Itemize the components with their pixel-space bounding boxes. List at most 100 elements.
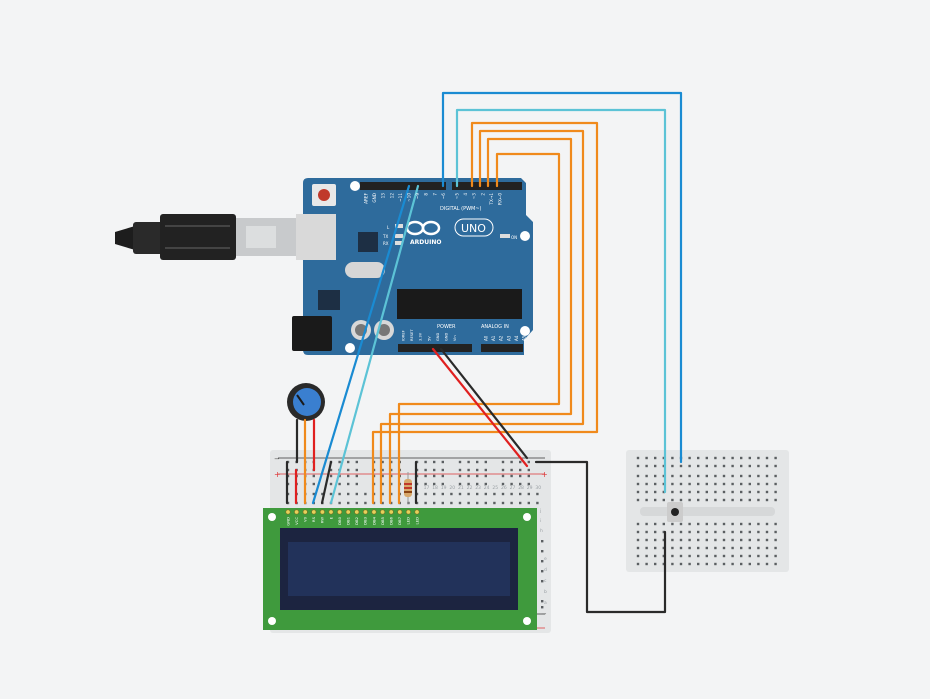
breadboard-hole[interactable]	[671, 456, 674, 460]
breadboard-hole[interactable]	[636, 546, 640, 550]
breadboard-hole[interactable]	[527, 482, 530, 486]
breadboard-hole[interactable]	[441, 474, 444, 478]
lcd-pin[interactable]	[371, 509, 377, 515]
breadboard-hole[interactable]	[355, 501, 358, 505]
breadboard-hole[interactable]	[519, 492, 522, 496]
breadboard-hole[interactable]	[740, 522, 743, 526]
breadboard-hole[interactable]	[688, 474, 691, 478]
breadboard-hole[interactable]	[774, 562, 777, 566]
breadboard-hole[interactable]	[484, 474, 487, 478]
breadboard-hole[interactable]	[748, 490, 751, 494]
breadboard-hole[interactable]	[390, 482, 393, 486]
breadboard-hole[interactable]	[740, 562, 743, 566]
breadboard-hole[interactable]	[757, 490, 760, 494]
breadboard-hole[interactable]	[714, 498, 717, 502]
breadboard-hole[interactable]	[679, 482, 683, 486]
breadboard-hole[interactable]	[731, 456, 734, 460]
breadboard-hole[interactable]	[697, 530, 700, 534]
lcd-pin[interactable]	[414, 509, 420, 515]
breadboard-hole[interactable]	[731, 522, 734, 526]
breadboard-hole[interactable]	[501, 474, 505, 478]
lcd-pin[interactable]	[362, 509, 368, 515]
breadboard-hole[interactable]	[697, 554, 700, 558]
breadboard-hole[interactable]	[705, 456, 708, 460]
breadboard-hole[interactable]	[671, 546, 674, 550]
breadboard-hole[interactable]	[501, 468, 505, 472]
breadboard-hole[interactable]	[671, 562, 674, 566]
breadboard-hole[interactable]	[774, 498, 777, 502]
breadboard-hole[interactable]	[654, 456, 657, 460]
breadboard-hole[interactable]	[697, 498, 700, 502]
breadboard-hole[interactable]	[705, 554, 708, 558]
breadboard-hole[interactable]	[679, 498, 683, 502]
breadboard-hole[interactable]	[740, 530, 743, 534]
breadboard-hole[interactable]	[662, 538, 665, 542]
breadboard-hole[interactable]	[467, 492, 470, 496]
breadboard-hole[interactable]	[541, 550, 544, 553]
breadboard-hole[interactable]	[765, 530, 769, 534]
breadboard-hole[interactable]	[390, 474, 393, 478]
breadboard-hole[interactable]	[636, 562, 640, 566]
breadboard-hole[interactable]	[697, 538, 700, 542]
lcd-pin[interactable]	[397, 509, 403, 515]
breadboard-hole[interactable]	[748, 522, 751, 526]
breadboard-hole[interactable]	[645, 474, 648, 478]
breadboard-hole[interactable]	[662, 530, 665, 534]
breadboard-hole[interactable]	[527, 492, 530, 496]
breadboard-hole[interactable]	[458, 474, 462, 478]
lcd-pin[interactable]	[328, 509, 334, 515]
breadboard-hole[interactable]	[381, 492, 384, 496]
breadboard-hole[interactable]	[688, 562, 691, 566]
breadboard-hole[interactable]	[501, 460, 505, 464]
breadboard-hole[interactable]	[645, 530, 648, 534]
breadboard-hole[interactable]	[757, 530, 760, 534]
breadboard-hole[interactable]	[722, 482, 726, 486]
breadboard-hole[interactable]	[347, 492, 350, 496]
breadboard-hole[interactable]	[697, 490, 700, 494]
breadboard-hole[interactable]	[441, 468, 444, 472]
breadboard-hole[interactable]	[679, 474, 683, 478]
breadboard-hole[interactable]	[671, 530, 674, 534]
usb-cable[interactable]	[115, 214, 306, 260]
breadboard-hole[interactable]	[501, 482, 505, 486]
breadboard-hole[interactable]	[636, 538, 640, 542]
breadboard-hole[interactable]	[467, 460, 470, 464]
breadboard-hole[interactable]	[774, 464, 777, 468]
breadboard-hole[interactable]	[714, 464, 717, 468]
breadboard-hole[interactable]	[714, 546, 717, 550]
breadboard-hole[interactable]	[441, 492, 444, 496]
breadboard-hole[interactable]	[671, 474, 674, 478]
breadboard-hole[interactable]	[765, 490, 769, 494]
breadboard-hole[interactable]	[458, 501, 462, 505]
breadboard-hole[interactable]	[714, 530, 717, 534]
breadboard-hole[interactable]	[654, 546, 657, 550]
breadboard-hole[interactable]	[765, 482, 769, 486]
breadboard-hole[interactable]	[450, 501, 453, 505]
breadboard-hole[interactable]	[484, 460, 487, 464]
breadboard-hole[interactable]	[722, 530, 726, 534]
breadboard-hole[interactable]	[519, 501, 522, 505]
breadboard-hole[interactable]	[688, 522, 691, 526]
breadboard-hole[interactable]	[679, 464, 683, 468]
breadboard-hole[interactable]	[731, 474, 734, 478]
breadboard-hole[interactable]	[636, 456, 640, 460]
lcd-pin[interactable]	[311, 509, 317, 515]
breadboard-hole[interactable]	[757, 546, 760, 550]
breadboard-hole[interactable]	[731, 538, 734, 542]
breadboard-hole[interactable]	[645, 482, 648, 486]
breadboard-hole[interactable]	[355, 460, 358, 464]
breadboard-hole[interactable]	[527, 468, 530, 472]
breadboard-hole[interactable]	[748, 562, 751, 566]
resistor[interactable]	[404, 472, 412, 504]
breadboard-hole[interactable]	[654, 498, 657, 502]
breadboard-hole[interactable]	[731, 482, 734, 486]
potentiometer[interactable]	[287, 383, 325, 421]
breadboard-hole[interactable]	[654, 562, 657, 566]
breadboard-hole[interactable]	[722, 538, 726, 542]
breadboard-hole[interactable]	[748, 482, 751, 486]
breadboard-hole[interactable]	[467, 482, 470, 486]
breadboard-hole[interactable]	[774, 530, 777, 534]
breadboard-hole[interactable]	[355, 492, 358, 496]
breadboard-hole[interactable]	[381, 468, 384, 472]
